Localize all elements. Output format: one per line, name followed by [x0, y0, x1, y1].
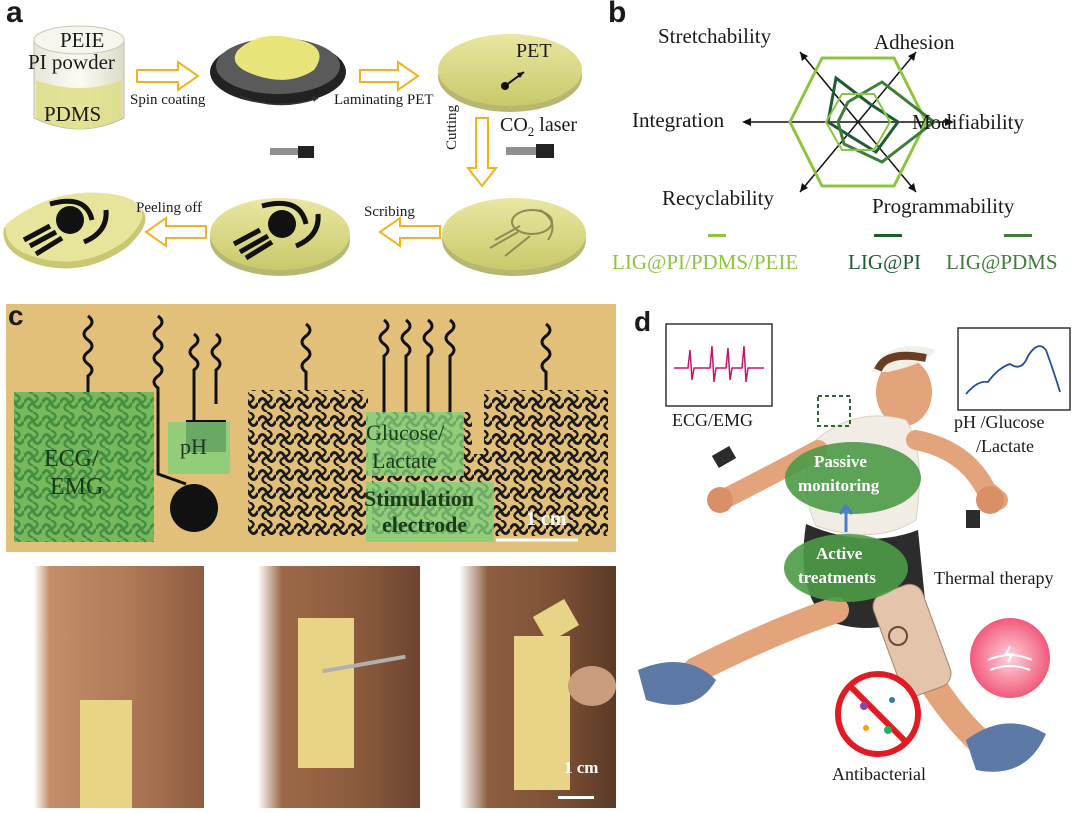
peeled-disc [3, 192, 146, 269]
series-lig-pi-pdms-peie [788, 56, 928, 188]
ph-inset [957, 327, 1071, 411]
legend-swatch-1 [708, 234, 726, 237]
cup-label-pi-powder: PI powder [28, 50, 115, 74]
cup-label-pdms: PDMS [44, 102, 102, 126]
scale-bar-bottom [558, 796, 594, 799]
electrode-array-photo [6, 304, 616, 552]
ph-caption-line1: pH /Glucose [954, 412, 1045, 432]
legend-lig-pdms: LIG@PDMS [946, 250, 1058, 274]
laser-head-icon [270, 146, 314, 158]
region-ecg-line2: EMG [50, 474, 104, 500]
panel-a-label: a [6, 0, 23, 29]
highlight-stim [366, 482, 494, 542]
serpentine-traces [82, 314, 552, 486]
arrow-laminating [359, 60, 420, 92]
cup-label-peie: PEIE [60, 28, 105, 52]
co2-laser-label: CO2 laser [500, 114, 577, 140]
patch-on-skin-1 [80, 700, 132, 808]
legend-swatch-2 [874, 234, 902, 237]
electrode-pattern [14, 314, 608, 542]
spin-coated-disc [210, 35, 346, 106]
region-glucose-line1: Glucose/ [366, 420, 445, 445]
reference-electrode [170, 484, 218, 532]
active-treatments-oval [784, 534, 908, 602]
ecg-caption: ECG/EMG [672, 410, 753, 430]
panel-d-label: d [634, 306, 652, 337]
active-line2: treatments [798, 568, 877, 587]
arrow-spin-coating [136, 60, 200, 92]
axis-integration: Integration [632, 108, 725, 132]
active-line1: Active [816, 544, 863, 563]
passive-line2: monitoring [798, 476, 880, 495]
pet-label: PET [516, 40, 552, 62]
series-lig-pdms [836, 80, 937, 164]
patterned-disc [210, 198, 350, 276]
thermal-therapy-label: Thermal therapy [934, 568, 1054, 588]
highlight-glucose [366, 412, 464, 476]
axis-stretchability: Stretchability [658, 24, 772, 48]
mesh-2 [248, 390, 368, 536]
hand [568, 666, 616, 706]
highlight-ecg [14, 392, 154, 542]
link-arrow [838, 503, 854, 532]
region-ecg-line1: ECG/ [44, 446, 99, 472]
region-ph: pH [180, 434, 207, 459]
patch-on-skin-2 [298, 618, 354, 768]
chest-sensor-frame [817, 395, 851, 427]
co2-suffix: laser [534, 114, 578, 136]
photo-forearm-3 [438, 566, 616, 808]
runner-illustration [638, 323, 1071, 772]
axis-modifiability: Modifiability [912, 110, 1024, 134]
inner-hexagon [824, 93, 892, 151]
region-glucose-line2: Lactate [372, 448, 437, 473]
ph-caption-line2: /Lactate [976, 436, 1034, 456]
step-peeling-off: Peeling off [136, 200, 202, 216]
passive-line1: Passive [814, 452, 867, 471]
step-cutting: Cutting [444, 104, 460, 150]
co2-prefix: CO [500, 114, 528, 136]
axis-programmability: Programmability [872, 194, 1015, 218]
step-laminating-pet: Laminating PET [334, 92, 434, 108]
scale-label-top: 1 cm [526, 508, 567, 530]
axis-recyclability: Recyclability [662, 186, 774, 210]
passive-monitoring-oval [785, 442, 921, 514]
antibacterial-icon [835, 671, 921, 757]
step-spin-coating: Spin coating [130, 92, 206, 108]
fabrication-process-diagram [3, 25, 586, 276]
scale-label-bottom: 1 cm [564, 758, 599, 777]
region-stim-line2: electrode [382, 512, 468, 537]
region-stim-line1: Stimulation [364, 486, 475, 511]
photo-forearm-2 [222, 566, 420, 808]
mesh-4 [484, 390, 608, 536]
arrow-cutting [465, 117, 499, 188]
photo-forearm-1 [6, 566, 204, 808]
step-scribing: Scribing [364, 204, 415, 220]
pet-disc [438, 34, 582, 112]
radar-chart [742, 51, 954, 193]
precursor-cup [33, 25, 125, 130]
patch-on-skin-3 [514, 636, 570, 790]
legend-lig-pi-pdms-peie: LIG@PI/PDMS/PEIE [612, 250, 799, 274]
scribed-disc [442, 198, 586, 276]
axis-adhesion: Adhesion [874, 30, 955, 54]
radar-arrowheads [742, 52, 954, 192]
panel-c-label: c [8, 300, 24, 331]
antibacterial-label: Antibacterial [832, 764, 926, 784]
legend-swatch-3 [1004, 234, 1032, 237]
ecg-inset [665, 323, 773, 407]
arrow-scribing [378, 216, 441, 248]
series-lig-pi [826, 75, 901, 155]
laser-head-icon-2 [506, 144, 554, 158]
co2-subscript: 2 [527, 124, 535, 139]
legend-lig-pi: LIG@PI [848, 250, 921, 274]
highlight-ph [168, 422, 230, 474]
panel-b-label: b [608, 0, 627, 29]
arrow-peeling [144, 216, 207, 248]
